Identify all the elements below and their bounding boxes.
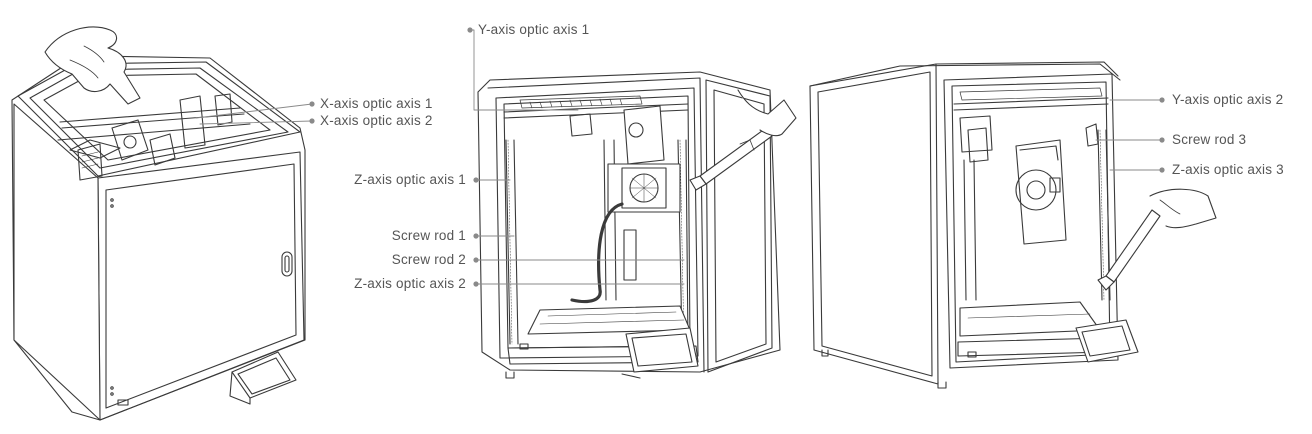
printer-3-illustration: [809, 61, 1217, 389]
label-screw-rod-3: Screw rod 3: [1172, 132, 1247, 147]
label-y-axis-optic-axis-2: Y-axis optic axis 2: [1172, 92, 1284, 107]
dot-z-axis-1: [473, 177, 479, 183]
printer-2-illustration: [477, 71, 797, 379]
leader-lines: [195, 29, 1163, 285]
dot-y-axis-2: [1159, 97, 1165, 103]
leader-y-axis-1: [469, 29, 579, 111]
label-screw-rod-2: Screw rod 2: [391, 252, 466, 267]
label-z-axis-optic-axis-2: Z-axis optic axis 2: [354, 276, 466, 291]
printer-1-illustration: [11, 26, 306, 421]
dot-screw-rod-2: [473, 257, 479, 263]
label-y-axis-optic-axis-1: Y-axis optic axis 1: [478, 22, 590, 37]
dot-screw-rod-3: [1159, 137, 1165, 143]
leader-x-axis-2: [199, 120, 313, 125]
dot-screw-rod-1: [473, 233, 479, 239]
dot-z-axis-3: [1159, 167, 1165, 173]
label-screw-rod-1: Screw rod 1: [391, 228, 466, 243]
leader-x-axis-1: [195, 103, 313, 119]
label-x-axis-optic-axis-2: X-axis optic axis 2: [320, 113, 433, 128]
label-z-axis-optic-axis-1: Z-axis optic axis 1: [354, 172, 466, 187]
dot-x-axis-2: [309, 118, 315, 124]
dot-z-axis-2: [473, 281, 479, 287]
label-z-axis-optic-axis-3: Z-axis optic axis 3: [1172, 162, 1284, 177]
dot-x-axis-1: [309, 101, 315, 107]
dot-y-axis-1: [467, 27, 473, 33]
leader-dots: [309, 27, 1165, 287]
label-x-axis-optic-axis-1: X-axis optic axis 1: [320, 96, 433, 111]
